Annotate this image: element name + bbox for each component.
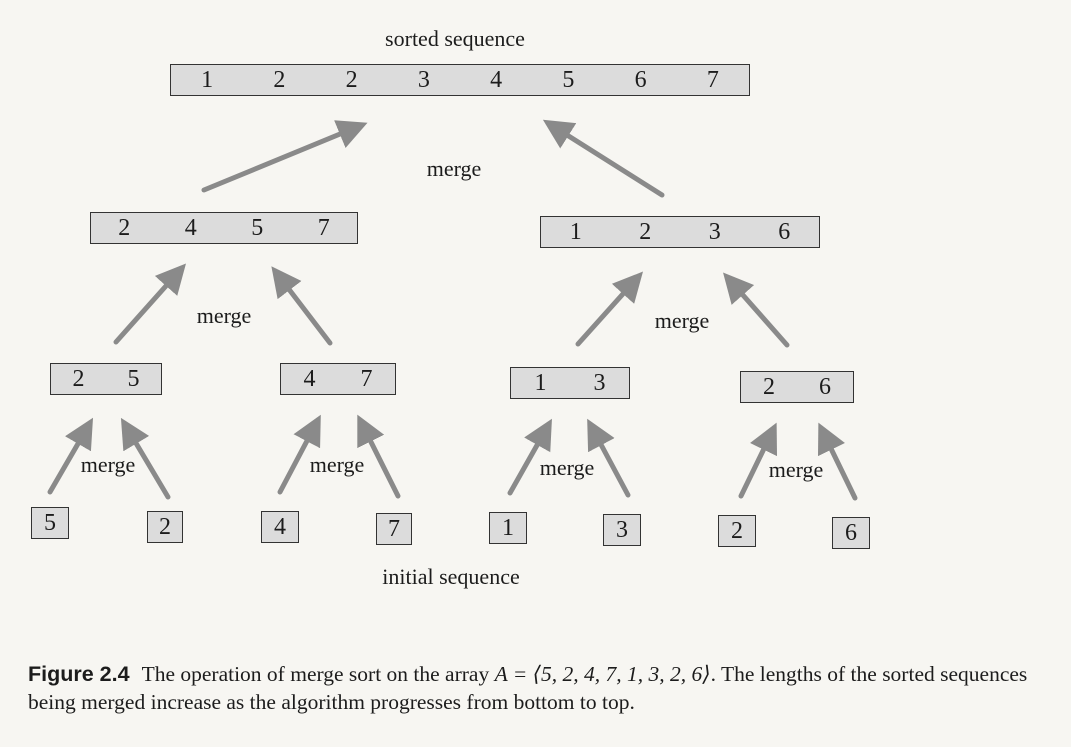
caption-text-before: The operation of merge sort on the array bbox=[141, 662, 490, 686]
initial-sequence-label: initial sequence bbox=[382, 564, 520, 589]
merge-arrow bbox=[738, 422, 778, 499]
sequence-value: 6 bbox=[845, 519, 857, 546]
sequence-value: 5 bbox=[562, 66, 575, 93]
sequence-value: 2 bbox=[118, 214, 131, 241]
merge-arrow bbox=[277, 414, 321, 495]
sequence-value: 2 bbox=[731, 517, 743, 544]
sequence-value: 7 bbox=[317, 214, 330, 241]
sequence-value: 1 bbox=[534, 369, 547, 396]
caption-math: A = ⟨5, 2, 4, 7, 1, 3, 2, 6⟩ bbox=[494, 662, 711, 686]
sequence-value: 5 bbox=[44, 509, 56, 536]
figure-label: Figure 2.4 bbox=[28, 662, 130, 686]
level0-box-5: 3 bbox=[603, 514, 641, 546]
sequence-value: 3 bbox=[593, 369, 606, 396]
sequence-value: 7 bbox=[388, 515, 400, 542]
merge-arrow bbox=[47, 417, 94, 495]
merge-arrow bbox=[575, 271, 644, 347]
sequence-value: 2 bbox=[639, 218, 652, 245]
sequence-value: 4 bbox=[303, 365, 316, 392]
sequence-value: 6 bbox=[819, 373, 831, 400]
level0-box-1: 2 bbox=[147, 511, 183, 543]
sequence-value: 3 bbox=[417, 66, 430, 93]
merge-label: merge bbox=[309, 452, 365, 477]
sequence-value: 6 bbox=[778, 218, 791, 245]
sequence-value: 2 bbox=[763, 373, 775, 400]
sequence-value: 4 bbox=[274, 513, 286, 540]
sequence-value: 6 bbox=[634, 66, 647, 93]
figure-caption: Figure 2.4 The operation of merge sort on… bbox=[28, 660, 1048, 716]
merge-arrow bbox=[542, 119, 665, 198]
caption-text-after: . The lengths of the sorted sequences be… bbox=[28, 662, 1028, 714]
merge-label: merge bbox=[539, 455, 595, 480]
sequence-value: 5 bbox=[127, 365, 140, 392]
merge-arrow bbox=[817, 422, 858, 501]
merge-label: merge bbox=[80, 452, 136, 477]
sequence-value: 3 bbox=[708, 218, 721, 245]
sequence-value: 1 bbox=[502, 514, 514, 541]
level0-box-2: 4 bbox=[261, 511, 299, 543]
merge-arrow bbox=[357, 414, 401, 499]
sequence-value: 1 bbox=[201, 66, 214, 93]
merge-label: merge bbox=[768, 457, 824, 482]
sequence-value: 2 bbox=[273, 66, 286, 93]
merge-arrow bbox=[507, 418, 552, 496]
sequence-value: 5 bbox=[251, 214, 264, 241]
sequence-value: 4 bbox=[184, 214, 197, 241]
merge-arrow bbox=[723, 272, 790, 348]
merge-arrow bbox=[201, 120, 368, 193]
merge-arrow bbox=[120, 417, 171, 500]
merge-label: merge bbox=[654, 308, 710, 333]
level3-box-0: 1 2 2 3 4 5 6 7 bbox=[170, 64, 750, 96]
merge-arrow bbox=[113, 263, 186, 345]
level2-box-0: 2 4 5 7 bbox=[90, 212, 358, 244]
level0-box-3: 7 bbox=[376, 513, 412, 545]
sequence-value: 3 bbox=[616, 516, 628, 543]
sorted-sequence-label: sorted sequence bbox=[385, 26, 525, 51]
merge-arrow bbox=[271, 266, 333, 346]
level0-box-4: 1 bbox=[489, 512, 527, 544]
level0-box-0: 5 bbox=[31, 507, 69, 539]
sequence-value: 7 bbox=[706, 66, 719, 93]
level0-box-6: 2 bbox=[718, 515, 756, 547]
merge-label: merge bbox=[426, 156, 482, 181]
sequence-value: 2 bbox=[345, 66, 358, 93]
sequence-value: 1 bbox=[569, 218, 582, 245]
sequence-value: 2 bbox=[72, 365, 85, 392]
sequence-value: 2 bbox=[159, 513, 171, 540]
level0-box-7: 6 bbox=[832, 517, 870, 549]
sequence-value: 4 bbox=[490, 66, 503, 93]
merge-label: merge bbox=[196, 303, 252, 328]
sequence-value: 7 bbox=[360, 365, 373, 392]
merge-arrow bbox=[587, 418, 631, 498]
level2-box-1: 1 2 3 6 bbox=[540, 216, 820, 248]
